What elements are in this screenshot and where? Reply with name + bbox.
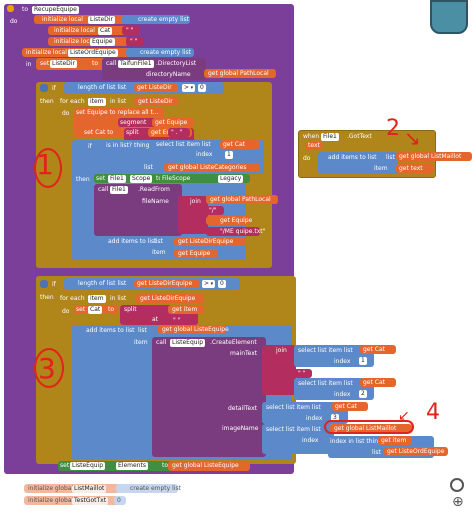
annotation-two: 2: [386, 116, 400, 141]
compare-block-1[interactable]: length of list list get ListeDir > 0: [64, 82, 224, 94]
get-item-1[interactable]: get item: [168, 305, 204, 314]
text-slash[interactable]: "/": [206, 206, 224, 215]
zoom-in-icon[interactable]: ⊕: [452, 494, 464, 510]
init-global-listmaillot[interactable]: initialize global ListMaillot: [24, 484, 120, 493]
get-listedirequipe-1[interactable]: get ListeDirEquipe: [174, 237, 246, 246]
get-cat-2[interactable]: get Cat: [360, 345, 396, 354]
get-cat-3[interactable]: get Cat: [360, 378, 396, 387]
create-empty-list-3[interactable]: create empty list: [116, 484, 181, 493]
get-listedirequipe-3[interactable]: get ListeDirEquipe: [136, 294, 204, 303]
set-scope-block[interactable]: set File1 Scope to: [94, 174, 164, 183]
get-listmaillot-2[interactable]: get global ListMaillot: [396, 152, 472, 161]
gear-icon-2[interactable]: [40, 280, 48, 288]
procedure-header[interactable]: to RecupeEquipe: [4, 4, 79, 15]
number-1[interactable]: 1: [224, 151, 234, 160]
crosshair-icon[interactable]: [450, 478, 464, 492]
annotation-circle-1: [34, 148, 62, 188]
arrow-icon-4: ↙: [398, 408, 410, 424]
text-empty-2[interactable]: " ": [126, 37, 144, 46]
select-item-2[interactable]: select list item list index: [294, 345, 374, 367]
get-listecategories[interactable]: get global ListeCategories: [164, 163, 260, 172]
text-empty-3[interactable]: " ": [294, 369, 312, 378]
get-pathlocal-2[interactable]: get global PathLocal: [206, 195, 278, 204]
set-elements-block[interactable]: set ListeEquip Elements to: [58, 461, 178, 471]
get-listeequipe-2[interactable]: get global ListeEquipe: [168, 461, 250, 471]
compare-block-2[interactable]: length of list list get ListeDirEquipe >…: [64, 278, 240, 290]
get-equipe-1[interactable]: get Equipe: [152, 118, 194, 127]
replace-segment[interactable]: segment: [118, 118, 164, 127]
get-listeequipe[interactable]: get global ListeEquipe: [158, 325, 229, 334]
text-dot[interactable]: " . ": [168, 128, 190, 137]
init-global-testgottxt[interactable]: initialize global TestGotTxt: [24, 496, 120, 505]
init-local-listedir[interactable]: initialize local ListeDir: [34, 15, 134, 24]
create-empty-list-2[interactable]: create empty list: [126, 48, 194, 57]
do-label: do: [10, 18, 18, 25]
get-listmaillot-1[interactable]: get global ListMaillot: [330, 424, 412, 433]
annotation-highlight-4: [324, 420, 414, 434]
text-empty-1[interactable]: " ": [122, 26, 140, 35]
number-4[interactable]: 3: [330, 414, 340, 423]
get-equipe-3[interactable]: get Equipe: [206, 216, 252, 225]
add-items-block-1[interactable]: add items to list list item: [94, 236, 180, 258]
set-cat-block[interactable]: set Cat to: [82, 128, 124, 137]
select-item-4[interactable]: select list item list index: [262, 402, 348, 424]
create-element-call[interactable]: call ListeEquip .CreateElement mainText …: [152, 337, 266, 457]
backpack-icon: [430, 0, 468, 34]
var-name[interactable]: ListeDir: [88, 16, 115, 24]
arrow-icon-2: ↘: [404, 126, 421, 150]
create-empty-list-1[interactable]: create empty list: [122, 15, 190, 24]
set-listedir-block[interactable]: set ListeDir to: [36, 58, 106, 70]
readfrom-call[interactable]: call File1 .ReadFrom fileName: [94, 184, 182, 236]
select-item-5[interactable]: select list item list index: [262, 424, 334, 454]
gear-icon[interactable]: [40, 84, 48, 92]
get-listedir-1[interactable]: get ListeDir: [134, 84, 178, 92]
init-local-equipe[interactable]: initialize local Equipe: [48, 37, 128, 46]
join-block-1[interactable]: join: [178, 196, 208, 234]
text-mequipe[interactable]: "/ME quipe.txt": [206, 227, 265, 236]
init-local-cat[interactable]: initialize local Cat: [48, 26, 128, 35]
procedure-name[interactable]: RecupeEquipe: [32, 6, 79, 14]
in-label: in: [26, 61, 32, 68]
number-2[interactable]: 1: [358, 357, 368, 366]
get-item-2[interactable]: get item: [378, 436, 412, 445]
get-pathlocal-1[interactable]: get global PathLocal: [204, 69, 276, 78]
set-cat-block-2[interactable]: set Cat to: [74, 305, 118, 314]
add-items-block-3[interactable]: add items to list list item: [318, 152, 398, 174]
get-cat-4[interactable]: get Cat: [332, 402, 368, 411]
annotation-circle-3: [34, 348, 64, 388]
number-3[interactable]: 2: [358, 390, 368, 399]
get-listeordequipe[interactable]: get ListeOrdEquipe: [384, 447, 448, 456]
get-equipe-4[interactable]: get Equipe: [174, 249, 218, 258]
get-text[interactable]: get text: [396, 164, 434, 173]
annotation-four: 4: [426, 400, 440, 425]
init-local-listeordequipe[interactable]: initialize local ListeOrdEquipe: [22, 48, 132, 57]
event-param-text[interactable]: text: [306, 142, 322, 150]
text-space[interactable]: " ": [170, 316, 188, 325]
to-label: to: [22, 6, 29, 13]
select-item-3[interactable]: select list item list index: [294, 378, 374, 400]
join-block-2[interactable]: join: [262, 345, 296, 395]
filescope-legacy[interactable]: FileScope Legacy: [160, 174, 250, 183]
number-zero[interactable]: 0: [114, 496, 126, 505]
get-listedirequipe-2[interactable]: get ListeDirEquipe: [134, 280, 200, 288]
directorylist-call[interactable]: call TaifunFile1 .DirectoryList director…: [102, 58, 206, 80]
warning-icon: [7, 5, 14, 12]
get-listedir-2[interactable]: get ListeDir: [134, 97, 178, 106]
get-cat-1[interactable]: get Cat: [220, 140, 260, 149]
